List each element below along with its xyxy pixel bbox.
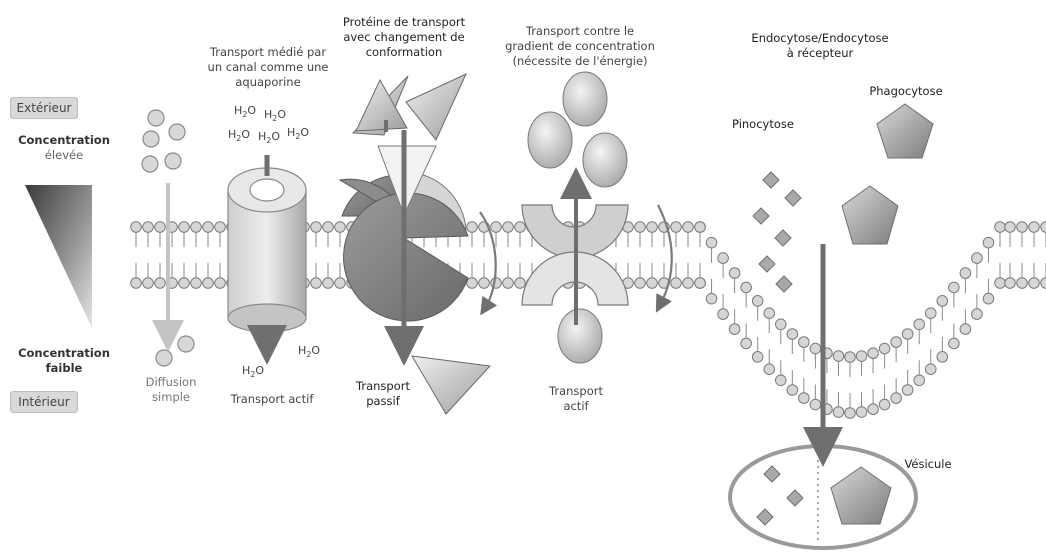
active-line1: Transport xyxy=(538,384,614,399)
active-line2: actif xyxy=(538,399,614,414)
pinocytosis-particles xyxy=(753,172,803,525)
diffusion-line2: simple xyxy=(133,390,209,405)
conc-high-line2: élevée xyxy=(8,148,120,163)
simple-diffusion-label: Diffusion simple xyxy=(133,375,209,405)
passive-line2: passif xyxy=(345,394,421,409)
channel-line2: un canal comme une xyxy=(193,60,343,75)
conformation-transport-protein-icon xyxy=(340,74,490,414)
aquaporin-label: Transport médié par un canal comme une a… xyxy=(193,45,343,90)
pump-rotation-arrow-right xyxy=(658,205,672,305)
active-transport-pump-icon xyxy=(522,72,628,363)
vesicle-label: Vésicule xyxy=(888,457,968,472)
h2o-label: H2O xyxy=(234,104,256,119)
concentration-gradient-triangle xyxy=(25,185,92,328)
gradient-line3: (nécessite de l'énergie) xyxy=(490,54,670,69)
interior-tag: Intérieur xyxy=(10,391,78,413)
gradient-line2: gradient de concentration xyxy=(490,39,670,54)
passive-line1: Transport xyxy=(345,379,421,394)
h2o-label: H2O xyxy=(258,130,280,145)
h2o-label: H2O xyxy=(298,344,320,359)
conc-low-line2: faible xyxy=(8,361,120,376)
passive-transport-label: Transport passif xyxy=(345,379,421,409)
phagocytosis-particle-top xyxy=(877,104,933,158)
phagocytosis-particle-mid xyxy=(842,186,898,244)
conc-low-line1: Concentration xyxy=(8,346,120,361)
pinocytosis-label: Pinocytose xyxy=(718,117,808,132)
endocytosis-label: Endocytose/Endocytose à récepteur xyxy=(735,31,905,61)
gradient-transport-label: Transport contre le gradient de concentr… xyxy=(490,24,670,69)
conformation-protein-label: Protéine de transport avec changement de… xyxy=(326,15,482,60)
diffusion-line1: Diffusion xyxy=(133,375,209,390)
vesicle-particle xyxy=(831,467,891,524)
channel-line3: aquaporine xyxy=(193,75,343,90)
h2o-label: H2O xyxy=(228,128,250,143)
concentration-high-label: Concentration élevée xyxy=(8,133,120,163)
channel-bottom-label: Transport actif xyxy=(216,392,328,407)
aquaporin-channel-icon xyxy=(228,155,306,345)
h2o-label: H2O xyxy=(242,364,264,379)
endo-line1: Endocytose/Endocytose xyxy=(735,31,905,46)
endo-line2: à récepteur xyxy=(735,46,905,61)
conc-high-line1: Concentration xyxy=(8,133,120,148)
protein-line2: avec changement de xyxy=(326,30,482,45)
h2o-label: H2O xyxy=(264,108,286,123)
protein-line3: conformation xyxy=(326,45,482,60)
gradient-line1: Transport contre le xyxy=(490,24,670,39)
phagocytosis-label: Phagocytose xyxy=(856,84,956,99)
protein-line1: Protéine de transport xyxy=(326,15,482,30)
active-transport-label: Transport actif xyxy=(538,384,614,414)
exterior-tag: Extérieur xyxy=(10,97,78,119)
h2o-label: H2O xyxy=(287,126,309,141)
concentration-low-label: Concentration faible xyxy=(8,346,120,376)
channel-line1: Transport médié par xyxy=(193,45,343,60)
